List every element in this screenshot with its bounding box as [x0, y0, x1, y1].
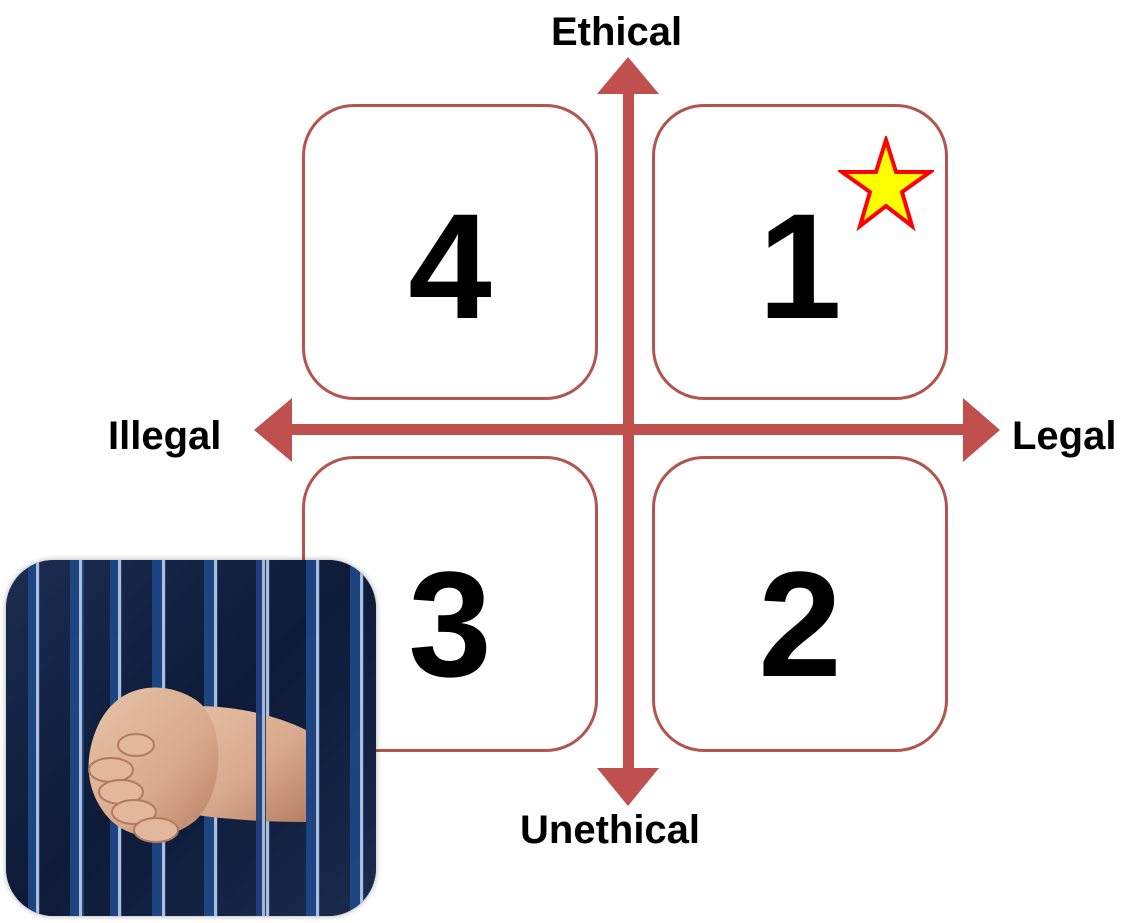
jail-bars-image: [6, 560, 376, 916]
quadrant-1-number: 1: [758, 182, 842, 350]
quadrant-3-number: 3: [408, 540, 492, 708]
quadrant-2: 2: [652, 456, 948, 752]
star-icon: [838, 136, 934, 232]
jail-bars-hands-photo: [6, 560, 376, 916]
unethical-arrowhead: [597, 768, 659, 806]
legal-arrowhead: [963, 398, 1000, 462]
quadrant-1: 1: [652, 104, 948, 400]
axis-label-unethical: Unethical: [520, 808, 701, 852]
axis-label-illegal: Illegal: [108, 414, 222, 458]
axis-label-ethical: Ethical: [551, 10, 683, 54]
quadrant-2-number: 2: [758, 540, 842, 708]
quadrant-4: 4: [302, 104, 598, 400]
illegal-arrowhead: [254, 398, 292, 462]
ethical-arrowhead: [597, 57, 659, 94]
horizontal-axis-line: [290, 424, 966, 435]
axis-label-legal: Legal: [1012, 414, 1117, 458]
quadrant-4-number: 4: [408, 182, 492, 350]
